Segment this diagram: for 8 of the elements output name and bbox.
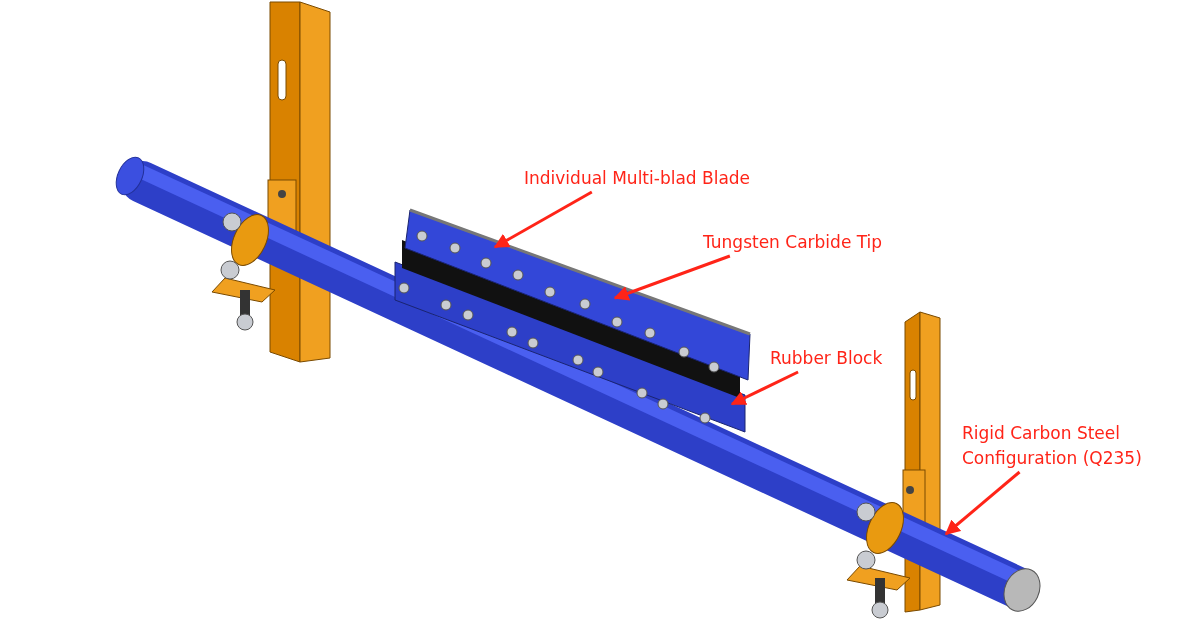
- callout-label: Tungsten Carbide Tip: [703, 232, 883, 252]
- callout-label: Individual Multi-blad Blade: [524, 168, 751, 188]
- leader-arrow: [493, 190, 593, 249]
- leader-arrow: [944, 470, 1021, 536]
- leader-arrow: [613, 254, 731, 301]
- callout-label: Rubber Block: [770, 348, 883, 368]
- leader-arrow: [730, 370, 799, 406]
- callout-label: Rigid Carbon Steel Configuration (Q235): [962, 423, 1142, 468]
